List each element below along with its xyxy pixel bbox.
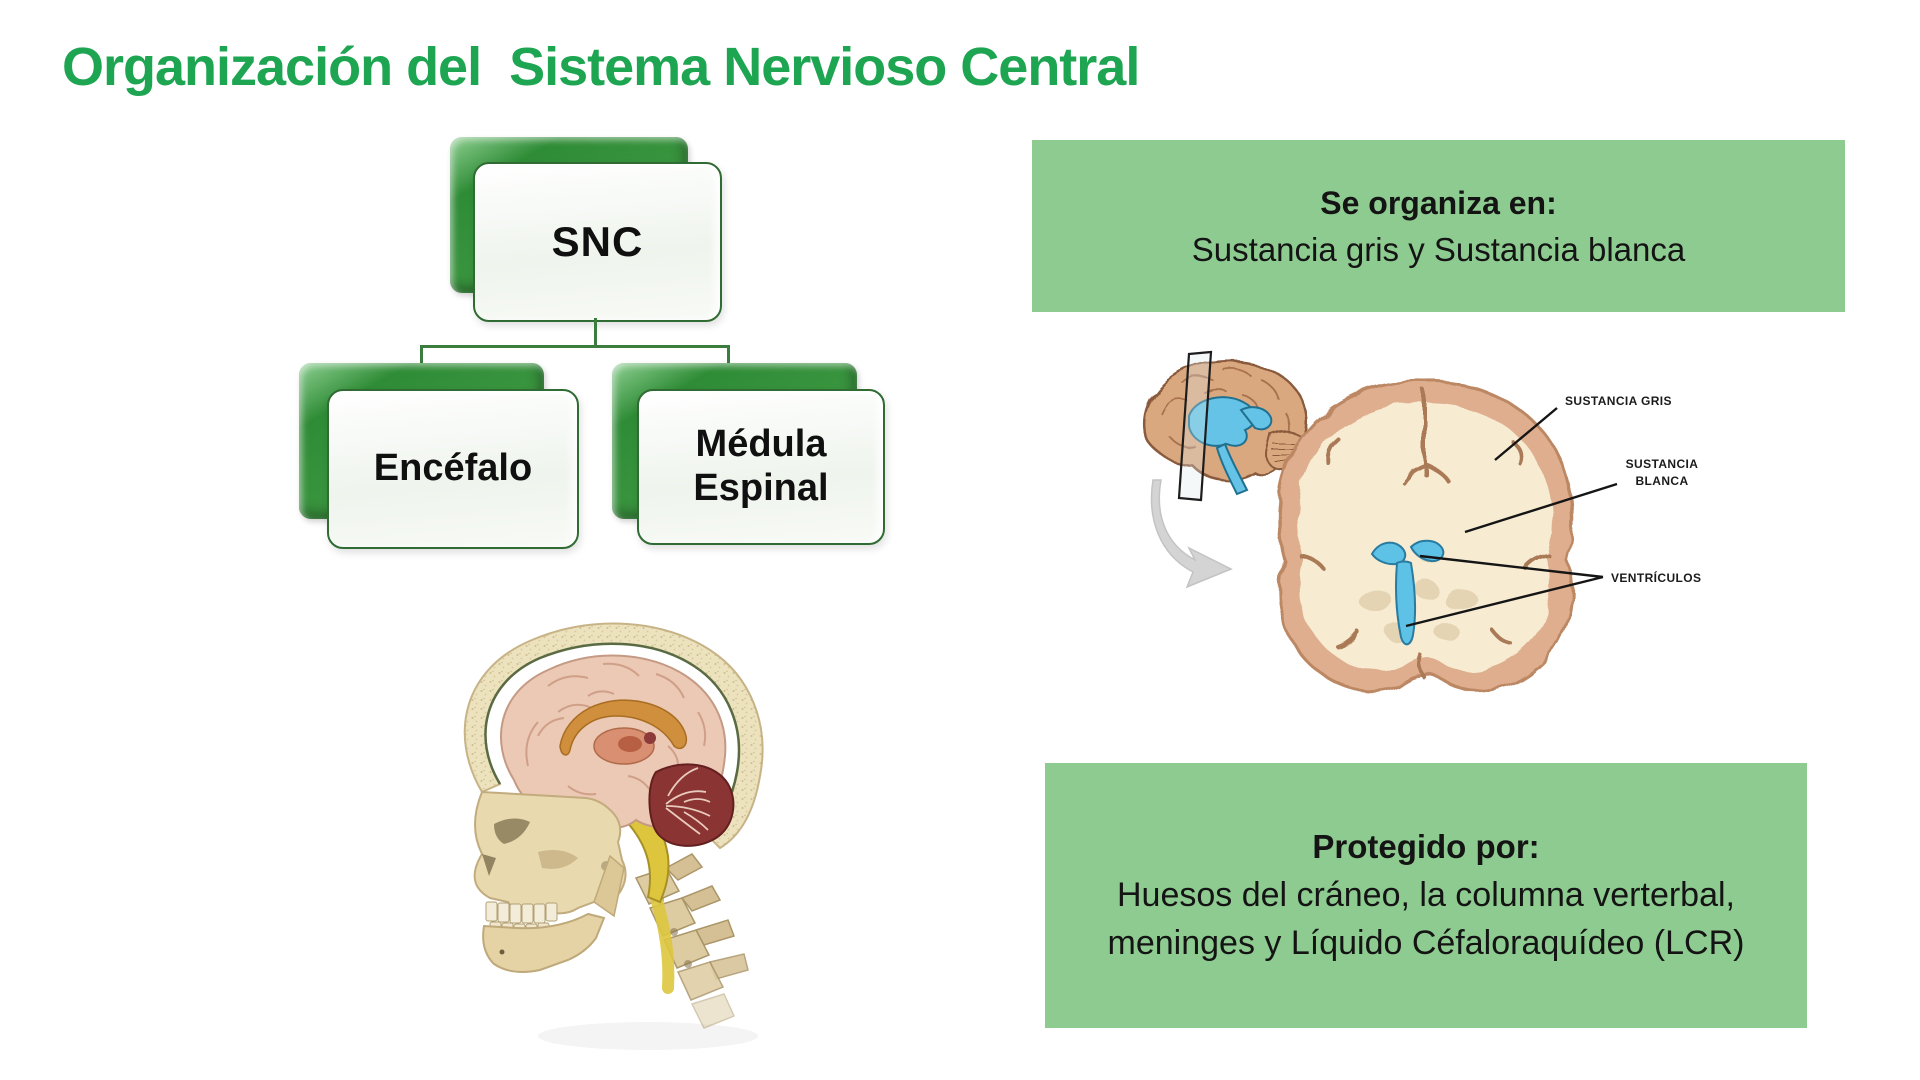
organiza-info-box: Se organiza en: Sustancia gris y Sustanc… <box>1032 140 1845 312</box>
diagram-labels: SUSTANCIA GRIS SUSTANCIA BLANCA VENTRÍCU… <box>1565 394 1701 585</box>
organiza-body: Sustancia gris y Sustancia blanca <box>1191 230 1686 268</box>
pineal-body <box>644 732 656 744</box>
snc-label: SNC <box>551 217 644 265</box>
org-node-medula: Médula Espinal <box>637 389 885 545</box>
org-node-encefalo: Encéfalo <box>327 389 579 549</box>
jaw-ramus <box>593 854 625 918</box>
org-connector-drop-left <box>420 347 423 365</box>
medula-label: Médula Espinal <box>693 423 829 509</box>
eye-socket <box>494 818 530 844</box>
label-ventriculos: VENTRÍCULOS <box>1611 570 1701 585</box>
coronal-section <box>1276 380 1574 693</box>
cervical-spine <box>634 853 749 1029</box>
encefalo-label: Encéfalo <box>373 447 533 490</box>
label-lines <box>1405 407 1618 628</box>
org-node-snc: SNC <box>473 162 722 322</box>
org-connector-vertical <box>594 318 597 347</box>
coronal-brain-diagram: SUSTANCIA GRIS SUSTANCIA BLANCA VENTRÍCU… <box>1143 350 1701 693</box>
hypothalamus <box>618 736 642 752</box>
label-sustancia-blanca-2: BLANCA <box>1635 474 1688 488</box>
protegido-heading: Protegido por: <box>1312 828 1540 866</box>
protegido-line-2: meninges y Líquido Céfaloraquídeo (LCR) <box>1107 924 1745 963</box>
cut-plane <box>1177 350 1213 502</box>
chin-foramen <box>499 949 505 955</box>
curved-arrow-icon <box>1150 479 1233 589</box>
page-title: Organización del Sistema Nervioso Centra… <box>62 37 1140 97</box>
skull-sagittal-illustration <box>463 622 764 1050</box>
ground-shadow <box>538 1022 758 1050</box>
cheekbone <box>538 850 578 869</box>
mini-brain <box>1143 350 1309 502</box>
protegido-info-box: Protegido por: Huesos del cráneo, la col… <box>1045 763 1807 1028</box>
mandible <box>482 912 606 973</box>
label-sustancia-gris: SUSTANCIA GRIS <box>1565 394 1672 408</box>
protegido-line-1: Huesos del cráneo, la columna verterbal, <box>1117 876 1735 915</box>
facial-bones <box>473 790 627 973</box>
skull-shell <box>463 622 764 850</box>
teeth-upper <box>485 901 558 924</box>
corpus-callosum <box>559 699 688 756</box>
label-sustancia-blanca-1: SUSTANCIA <box>1626 457 1699 471</box>
org-connector-horizontal <box>420 345 730 348</box>
nasal-opening <box>482 854 496 876</box>
organiza-heading: Se organiza en: <box>1320 184 1557 221</box>
org-connector-drop-right <box>727 347 730 365</box>
ventricles <box>1370 539 1445 646</box>
cerebellum <box>648 763 735 847</box>
